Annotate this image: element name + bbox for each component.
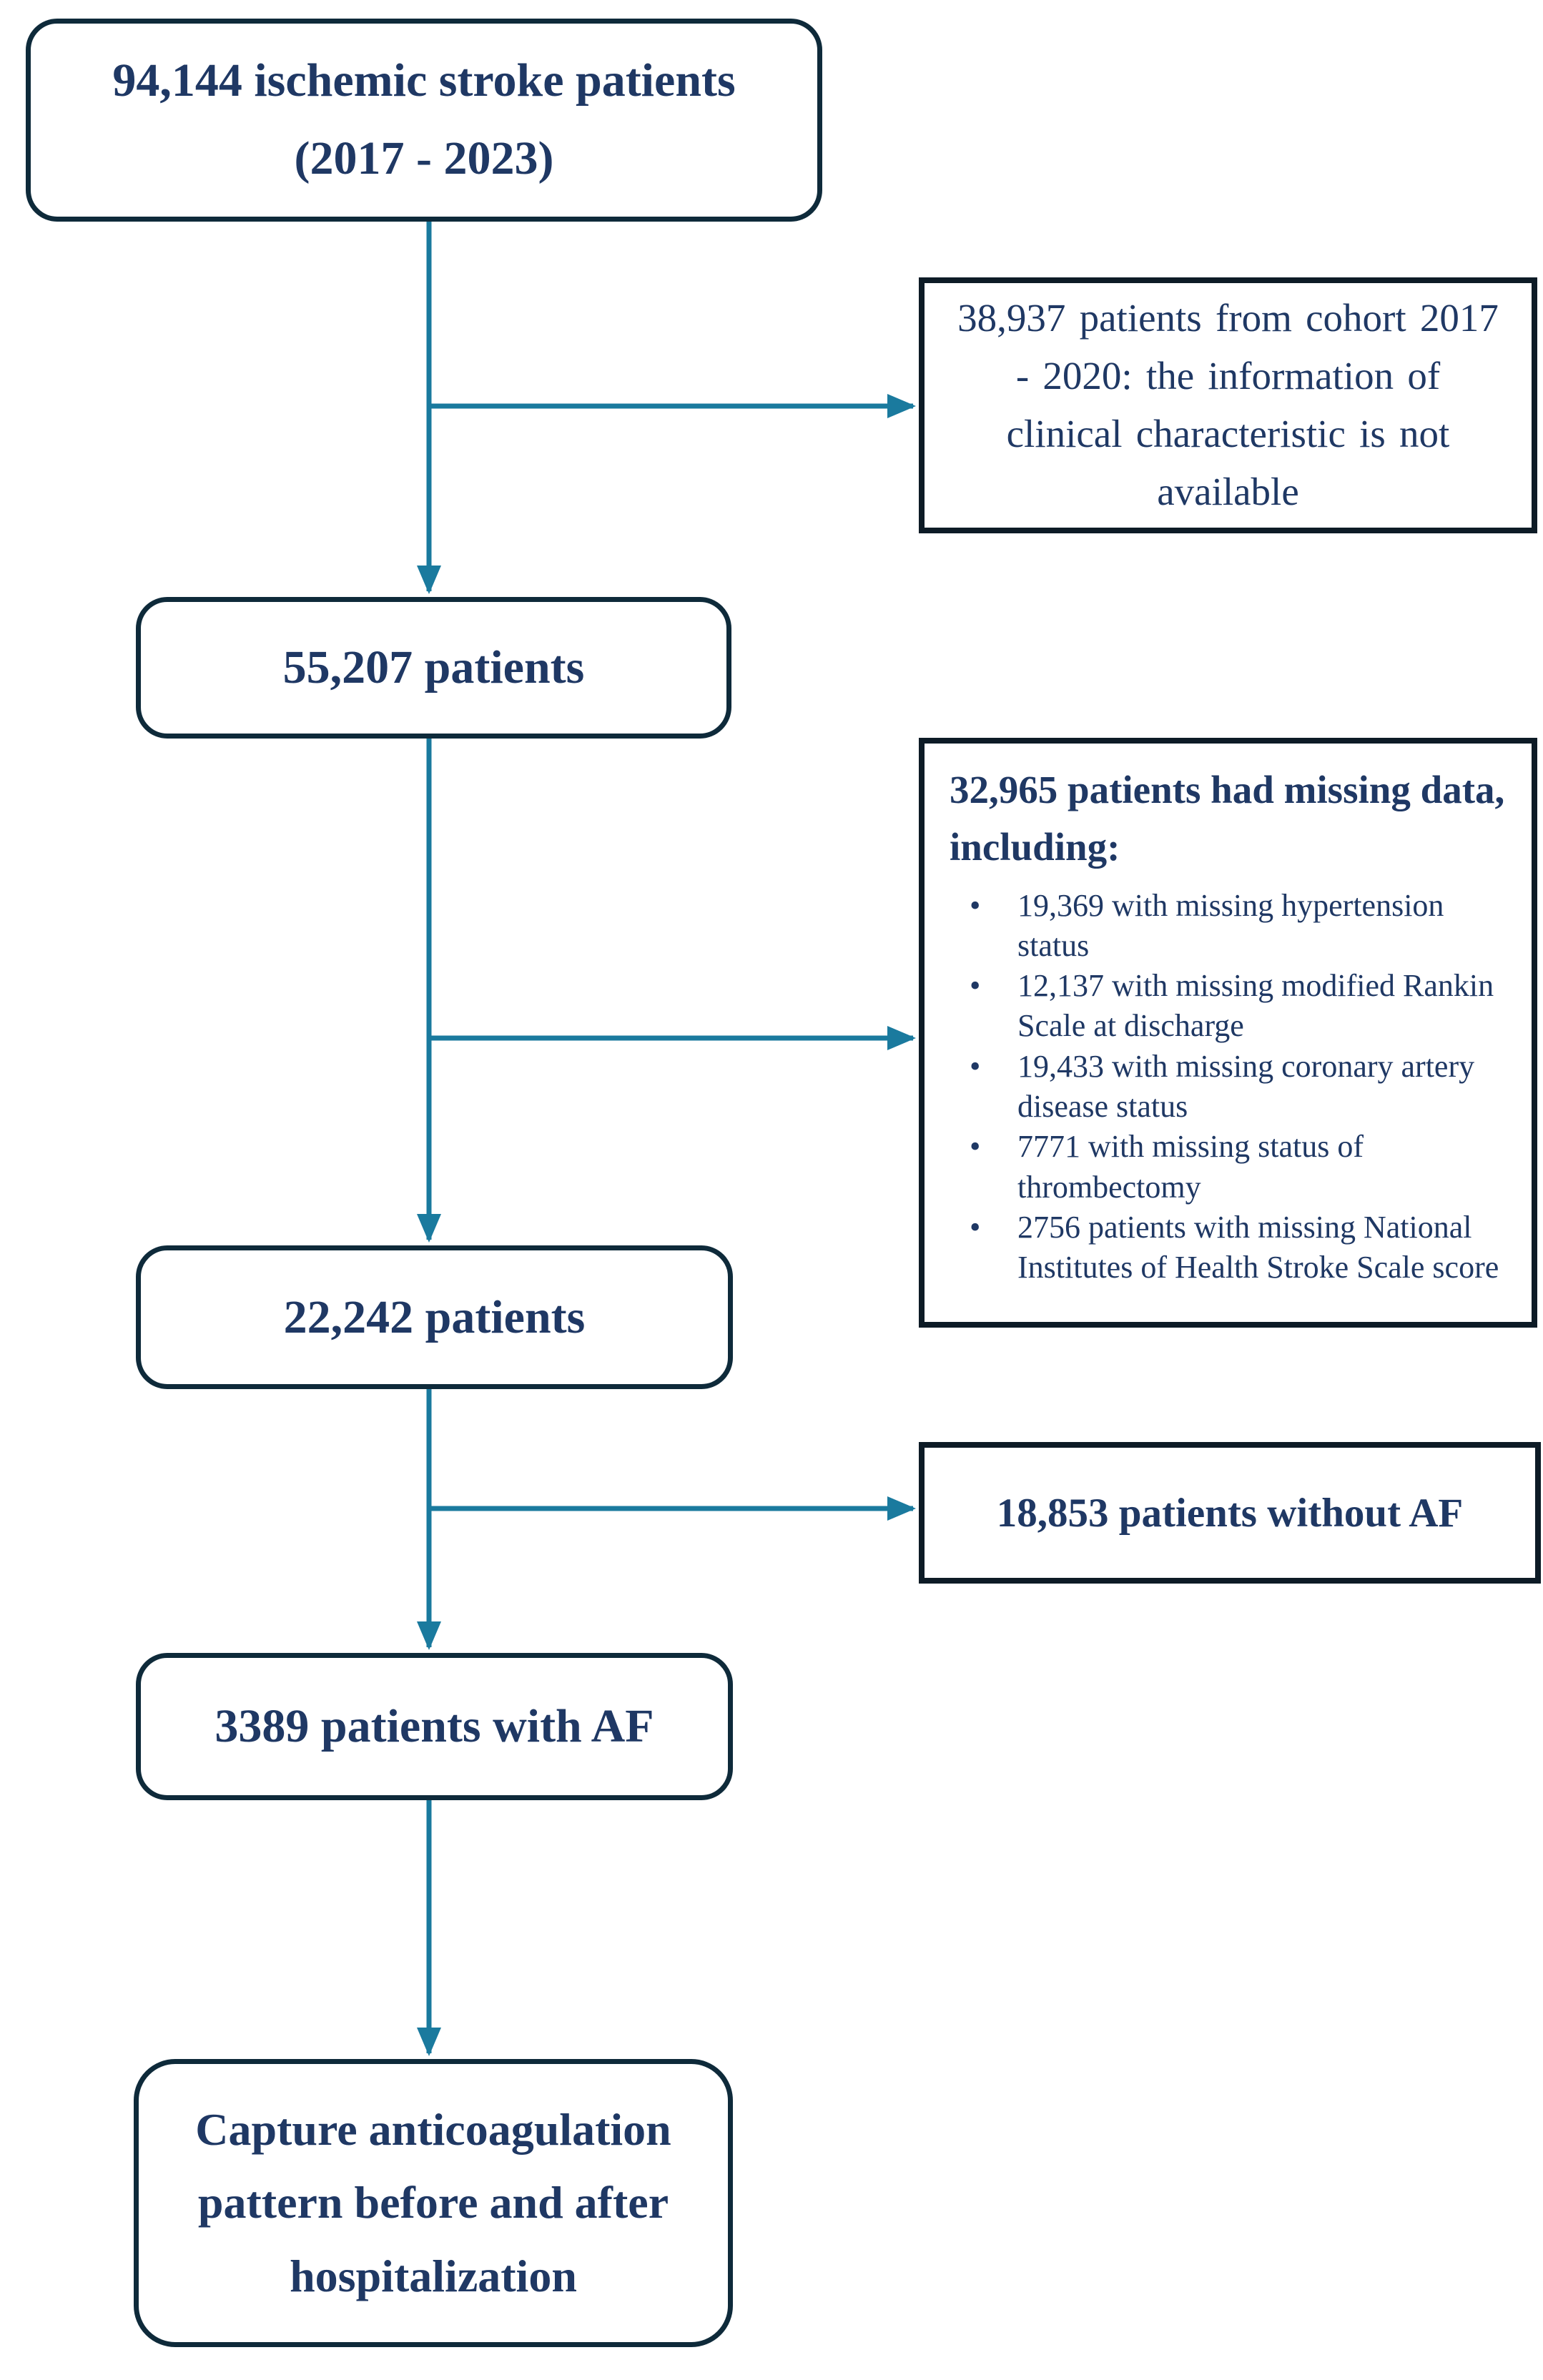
patients-with-af-text: 3389 patients with AF xyxy=(215,1700,654,1752)
node-excluded-missing-data: 32,965 patients had missing data, includ… xyxy=(919,738,1537,1328)
after-missing-exclusion-text: 22,242 patients xyxy=(283,1290,586,1343)
node-after-cohort-exclusion: 55,207 patients xyxy=(136,597,731,739)
node-excluded-cohort: 38,937 patients from cohort 2017 - 2020:… xyxy=(919,277,1537,533)
after-cohort-exclusion-text: 55,207 patients xyxy=(282,641,585,693)
node-excluded-without-af: 18,853 patients without AF xyxy=(919,1442,1541,1584)
study-outcome-text: Capture anticoagulation pattern before a… xyxy=(195,2103,671,2301)
missing-data-item: 12,137 with missing modified Rankin Scal… xyxy=(950,966,1516,1047)
node-study-outcome: Capture anticoagulation pattern before a… xyxy=(134,2059,733,2347)
missing-data-item: 19,433 with missing coronary artery dise… xyxy=(950,1047,1516,1127)
excluded-cohort-text: 38,937 patients from cohort 2017 - 2020:… xyxy=(957,296,1499,513)
start-population-line1: 94,144 ischemic stroke patients xyxy=(112,54,736,107)
node-start-population: 94,144 ischemic stroke patients (2017 - … xyxy=(26,19,822,222)
node-patients-with-af: 3389 patients with AF xyxy=(136,1653,733,1800)
missing-data-title: 32,965 patients had missing data, includ… xyxy=(950,768,1505,869)
node-after-missing-exclusion: 22,242 patients xyxy=(136,1245,733,1389)
missing-data-list: 19,369 with missing hypertension status … xyxy=(950,886,1516,1288)
missing-data-item: 7771 with missing status of thrombectomy xyxy=(950,1127,1516,1208)
start-population-line2: (2017 - 2023) xyxy=(294,132,554,184)
missing-data-item: 19,369 with missing hypertension status xyxy=(950,886,1516,967)
excluded-without-af-text: 18,853 patients without AF xyxy=(996,1490,1464,1536)
missing-data-item: 2756 patients with missing National Inst… xyxy=(950,1208,1516,1288)
